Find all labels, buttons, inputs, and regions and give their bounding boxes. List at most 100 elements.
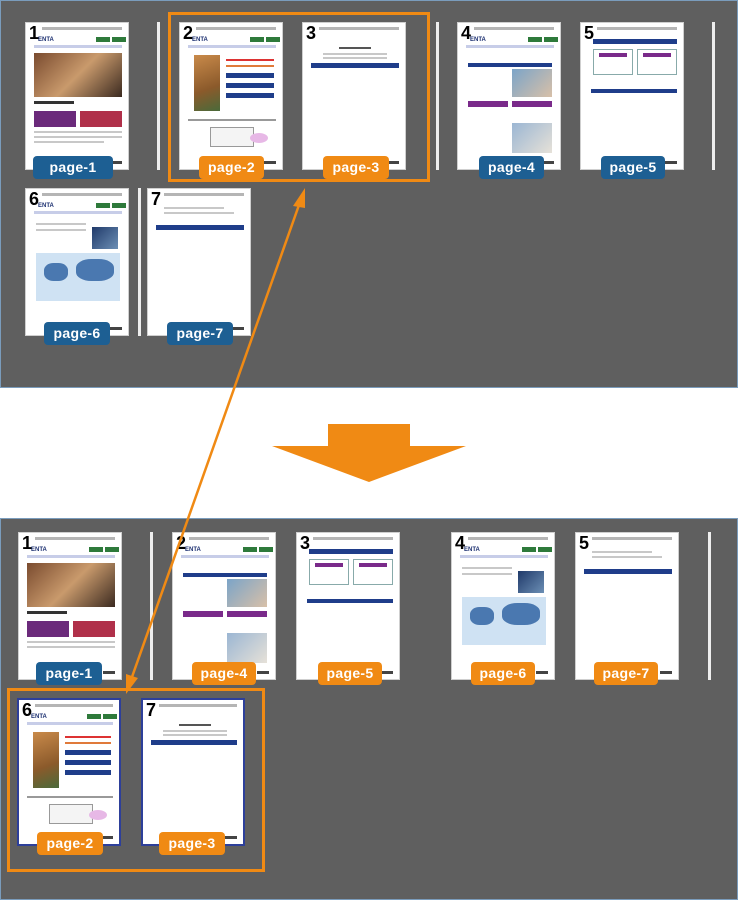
thumb-header xyxy=(35,537,115,540)
page-label: page-6 xyxy=(44,322,110,345)
thumb-photo xyxy=(512,123,552,153)
page-thumbnail-2[interactable]: 2 ENTA xyxy=(179,22,283,170)
thumb-map-land xyxy=(44,263,68,281)
thumb-logo: ENTA xyxy=(31,547,47,553)
thumb-bar xyxy=(591,89,677,93)
thumb-photo xyxy=(34,53,122,97)
thumb-bar xyxy=(226,93,274,98)
thumb-footer xyxy=(101,836,113,839)
thumb-photo xyxy=(92,227,118,249)
thumb-button xyxy=(96,203,110,208)
page-label: page-2 xyxy=(37,832,103,855)
page-thumbnail-4[interactable]: 4 ENTA xyxy=(457,22,561,170)
thumb-logo: ENTA xyxy=(185,547,201,553)
thumb-header xyxy=(159,704,237,707)
page-number: 5 xyxy=(579,533,590,553)
thumb-button xyxy=(105,547,119,552)
page-thumbnail-1[interactable]: 1 ENTA xyxy=(25,22,129,170)
selection-highlight xyxy=(168,12,430,182)
thumb-block xyxy=(643,53,671,57)
thumb-footer xyxy=(536,671,548,674)
page-thumbnail-3[interactable]: 3 xyxy=(302,22,406,170)
thumb-header xyxy=(597,27,677,30)
thumb-text xyxy=(34,141,104,143)
thumb-photo xyxy=(227,579,267,607)
thumb-text xyxy=(179,724,211,726)
page-label: page-4 xyxy=(479,156,544,179)
page-thumbnail-7[interactable]: 7 xyxy=(141,698,245,846)
thumb-text xyxy=(163,730,227,732)
page-thumbnail-5[interactable]: 5 xyxy=(580,22,684,170)
thumb-photo xyxy=(512,69,552,97)
thumb-text xyxy=(65,736,111,738)
thumb-button xyxy=(528,37,542,42)
page-thumbnail-6[interactable]: 6 ENTA xyxy=(25,188,129,336)
thumb-block xyxy=(599,53,627,57)
thumb-block xyxy=(315,563,343,567)
thumb-text xyxy=(592,556,662,558)
thumb-text xyxy=(27,641,115,643)
thumb-text xyxy=(462,567,512,569)
down-arrow-icon xyxy=(272,424,466,482)
thumb-button xyxy=(259,547,273,552)
thumb-text xyxy=(592,551,652,553)
thumb-block xyxy=(227,611,267,617)
page-number: 3 xyxy=(306,23,317,43)
page-label: page-3 xyxy=(323,156,389,179)
thumb-block xyxy=(468,101,508,107)
thumb-bar xyxy=(309,549,393,554)
page-number: 1 xyxy=(29,23,40,43)
thumb-header xyxy=(42,27,122,30)
thumb-nav xyxy=(27,555,115,558)
thumb-text xyxy=(339,47,371,49)
thumb-divider xyxy=(188,119,276,121)
thumb-nav xyxy=(34,211,122,214)
page-thumbnail-7[interactable]: 7 xyxy=(147,188,251,336)
page-label: page-5 xyxy=(601,156,665,179)
thumb-footer xyxy=(665,161,677,164)
thumb-header xyxy=(35,704,113,707)
thumb-nav xyxy=(460,555,548,558)
thumb-bar xyxy=(584,569,672,574)
thumb-bar xyxy=(226,83,274,88)
thumb-nav xyxy=(181,555,269,558)
page-thumbnail-6[interactable]: 6 ENTA xyxy=(17,698,121,846)
page-separator xyxy=(150,532,153,680)
thumb-map-land xyxy=(470,607,494,625)
page-thumbnail-3[interactable]: 3 xyxy=(296,532,400,680)
page-thumbnail-4[interactable]: 4 ENTA xyxy=(451,532,555,680)
page-number: 6 xyxy=(22,700,33,720)
thumb-footer xyxy=(264,161,276,164)
page-thumbnail-5[interactable]: 5 xyxy=(575,532,679,680)
thumb-block xyxy=(73,621,115,637)
thumb-text xyxy=(65,742,111,744)
page-thumbnail-1[interactable]: 1 ENTA xyxy=(18,532,122,680)
thumb-text xyxy=(36,229,86,231)
thumb-logo: ENTA xyxy=(31,714,47,720)
thumb-header xyxy=(468,537,548,540)
thumb-photo xyxy=(227,633,267,663)
page-label: page-1 xyxy=(36,662,102,685)
thumb-footer xyxy=(387,161,399,164)
thumb-nav xyxy=(27,722,113,725)
thumb-bar xyxy=(65,770,111,775)
thumb-text xyxy=(163,734,227,736)
page-label: page-5 xyxy=(318,662,382,685)
thumb-button xyxy=(522,547,536,552)
thumb-bubble xyxy=(89,810,107,820)
thumb-bar xyxy=(593,39,677,44)
page-thumbnail-2[interactable]: 2 ENTA xyxy=(172,532,276,680)
thumb-text xyxy=(34,136,122,138)
thumb-text xyxy=(226,59,274,61)
thumb-block xyxy=(34,111,76,127)
thumb-map-land xyxy=(502,603,540,625)
thumb-footer xyxy=(381,671,393,674)
page-number: 1 xyxy=(22,533,33,553)
thumb-map-land xyxy=(76,259,114,281)
thumb-photo xyxy=(27,563,115,607)
thumb-photo xyxy=(518,571,544,593)
thumb-nav xyxy=(466,45,554,48)
page-separator xyxy=(708,532,711,680)
page-label: page-2 xyxy=(199,156,264,179)
thumb-text xyxy=(323,57,387,59)
